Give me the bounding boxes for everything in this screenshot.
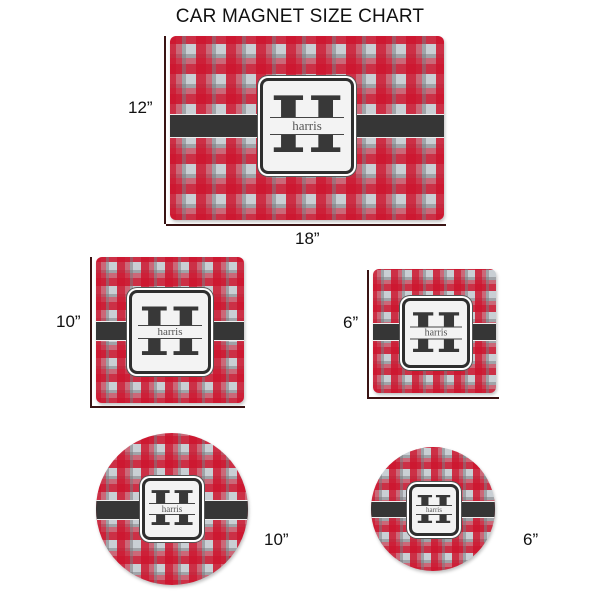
height-dimension-line	[90, 257, 92, 407]
magnet-rectangle-18x12: H harris	[170, 36, 444, 220]
monogram-name: harris	[138, 325, 202, 339]
monogram-frame: H harris	[142, 478, 202, 540]
width-dimension-line	[166, 224, 446, 226]
magnet-circle-10: H harris	[96, 433, 248, 585]
monogram-name: harris	[415, 505, 453, 515]
monogram-frame: H harris	[260, 78, 354, 174]
monogram-name: harris	[409, 326, 463, 340]
monogram-name: harris	[270, 117, 344, 135]
height-label-6: 6”	[343, 313, 359, 332]
page-title: CAR MAGNET SIZE CHART	[175, 6, 425, 27]
monogram-frame: H harris	[402, 298, 470, 368]
width-label-18: 18”	[295, 229, 320, 248]
monogram-frame: H harris	[409, 484, 459, 536]
height-dimension-line	[164, 36, 166, 224]
height-label-12: 12”	[128, 98, 153, 117]
monogram-frame: H harris	[129, 290, 211, 374]
diameter-label-10: 10”	[264, 530, 289, 549]
magnet-square-6: H harris	[373, 269, 496, 393]
diameter-label-6: 6”	[523, 530, 539, 549]
magnet-square-10: H harris	[96, 257, 244, 403]
base-dimension-line	[90, 406, 245, 408]
height-dimension-line	[367, 270, 369, 398]
monogram-name: harris	[149, 503, 195, 515]
base-dimension-line	[367, 397, 499, 399]
height-label-10: 10”	[56, 312, 81, 331]
magnet-circle-6: H harris	[371, 447, 495, 571]
